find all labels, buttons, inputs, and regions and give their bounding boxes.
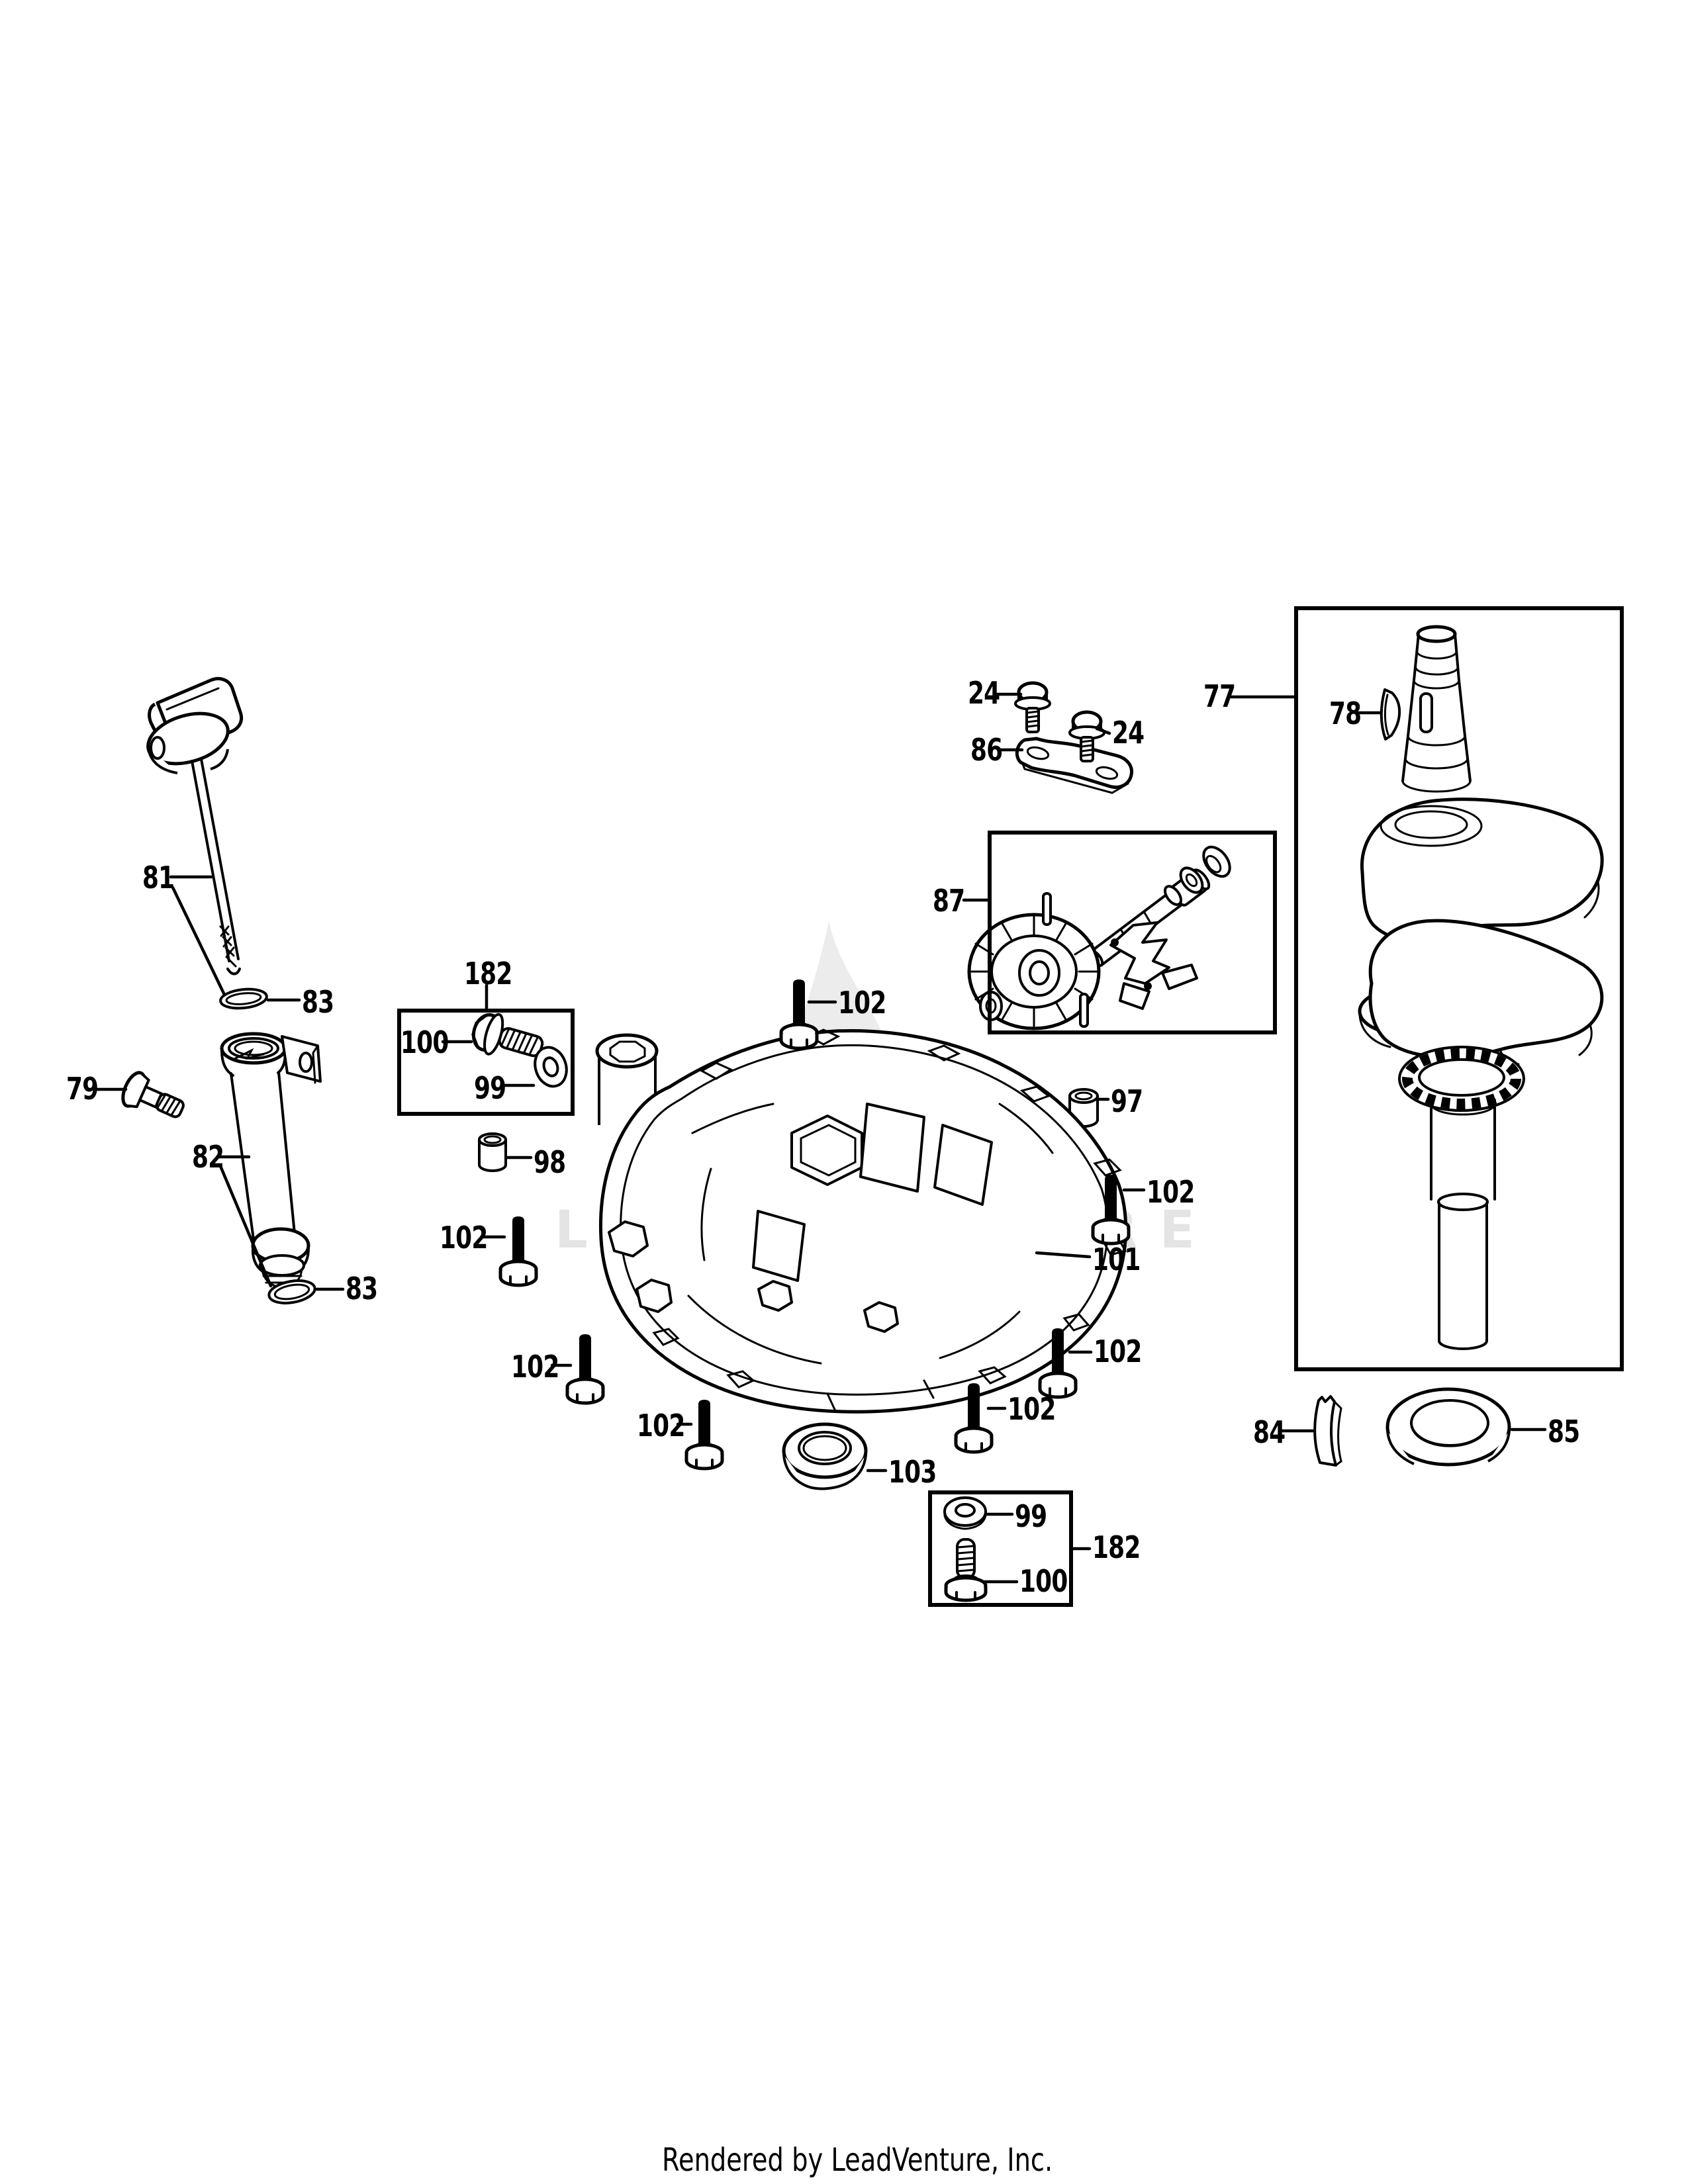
bracket-86 bbox=[1015, 737, 1134, 794]
part-label-101-18: 101 bbox=[1092, 1242, 1141, 1277]
part-label-102-17: 102 bbox=[1147, 1174, 1195, 1210]
bolt-102-bottom-mid bbox=[686, 1400, 722, 1469]
crankcase-cover-drawing bbox=[595, 1028, 1128, 1414]
footer-credit: Rendered by LeadVenture, Inc. bbox=[662, 2142, 1053, 2179]
spacer-98 bbox=[478, 1132, 507, 1172]
part-label-99-9: 99 bbox=[474, 1070, 506, 1106]
part-label-24-1: 24 bbox=[1112, 715, 1145, 751]
part-label-83-6: 83 bbox=[302, 984, 334, 1020]
bolt-24-left bbox=[1015, 683, 1050, 732]
governor-washer-small bbox=[1163, 885, 1183, 906]
part-label-99-27: 99 bbox=[1015, 1498, 1047, 1534]
group-boxes bbox=[397, 606, 1624, 1607]
bolt-100-upper bbox=[471, 1013, 544, 1058]
part-label-81-5: 81 bbox=[142, 860, 175, 895]
part-label-102-20: 102 bbox=[511, 1349, 559, 1385]
leader-line-81 bbox=[171, 886, 226, 997]
dipstick-seal-ring bbox=[219, 987, 268, 1010]
bolt-102-left bbox=[500, 1216, 536, 1285]
part-label-102-22: 102 bbox=[637, 1408, 685, 1443]
crankshaft-drawing bbox=[1358, 625, 1604, 1350]
bolt-102-bottom-left bbox=[567, 1334, 603, 1403]
crankshaft-box bbox=[1294, 606, 1624, 1371]
crankshaft-timing-gear bbox=[1398, 1046, 1525, 1112]
part-label-79-12: 79 bbox=[66, 1071, 99, 1107]
part-label-100-8: 100 bbox=[400, 1024, 449, 1060]
governor-washer bbox=[1179, 866, 1204, 894]
governor-fork bbox=[1109, 921, 1198, 1010]
washer-99-lower bbox=[943, 1496, 987, 1530]
part-label-182-28: 182 bbox=[1092, 1529, 1141, 1565]
governor-assembly-drawing bbox=[967, 845, 1231, 1030]
leader-lines bbox=[93, 692, 1547, 1584]
leader-line-82 bbox=[218, 1164, 273, 1288]
governor-cup bbox=[1202, 845, 1231, 878]
key-84 bbox=[1313, 1395, 1342, 1467]
part-label-98-15: 98 bbox=[534, 1144, 566, 1180]
part-label-97-13: 97 bbox=[1111, 1083, 1143, 1119]
part-label-100-29: 100 bbox=[1019, 1563, 1068, 1599]
part-label-102-10: 102 bbox=[838, 985, 886, 1021]
bolt-79 bbox=[121, 1071, 185, 1118]
part-label-78-4: 78 bbox=[1329, 696, 1362, 731]
part-label-102-16: 102 bbox=[440, 1220, 488, 1255]
bolt-100-lower bbox=[944, 1538, 988, 1602]
part-label-84-25: 84 bbox=[1253, 1414, 1286, 1450]
woodruff-key-78 bbox=[1380, 688, 1401, 741]
part-label-102-21: 102 bbox=[1094, 1334, 1142, 1369]
part-label-83-19: 83 bbox=[346, 1271, 378, 1306]
part-label-85-26: 85 bbox=[1548, 1414, 1580, 1449]
oil-tube-seal-ring bbox=[267, 1279, 316, 1304]
oil-seal-85 bbox=[1385, 1387, 1511, 1467]
leader-line-24 bbox=[1095, 727, 1111, 735]
dipstick-drawing bbox=[146, 677, 244, 976]
governor-box bbox=[988, 831, 1277, 1034]
part-label-24-0: 24 bbox=[968, 675, 1000, 711]
part-label-103-24: 103 bbox=[888, 1454, 937, 1490]
leader-line-101 bbox=[1035, 1251, 1092, 1259]
part-label-182-7: 182 bbox=[464, 956, 512, 991]
part-label-77-3: 77 bbox=[1203, 678, 1236, 714]
part-label-86-2: 86 bbox=[970, 732, 1003, 768]
oil-seal-103 bbox=[782, 1422, 868, 1490]
oil-fill-tube-drawing bbox=[220, 1032, 322, 1289]
washer-99-upper bbox=[534, 1046, 568, 1088]
part-label-102-23: 102 bbox=[1008, 1391, 1056, 1427]
part-label-82-14: 82 bbox=[192, 1139, 224, 1175]
part-label-87-11: 87 bbox=[933, 883, 965, 919]
